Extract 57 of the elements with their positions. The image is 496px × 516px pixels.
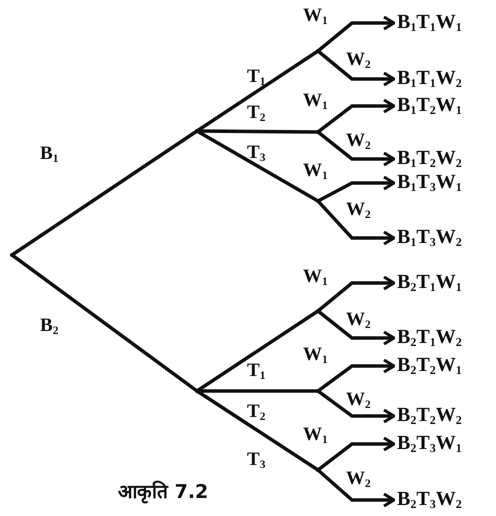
- branch-point: [10, 253, 14, 257]
- outcome-label: B$_{1}$T$_{3}$W$_{2}$: [397, 226, 462, 253]
- arrow: [316, 468, 396, 508]
- branch-line: [196, 50, 319, 132]
- branch-point: [195, 129, 199, 133]
- outcome-label: B$_{1}$T$_{2}$W$_{1}$: [397, 94, 462, 121]
- edge-label: W$_{2}$: [346, 50, 371, 73]
- edge-label: T$_{1}$: [247, 361, 266, 384]
- edge-label: W$_{1}$: [303, 6, 328, 29]
- edge-label: T$_{3}$: [247, 143, 266, 166]
- edge-label: W$_{2}$: [346, 469, 371, 492]
- arrow: [316, 358, 396, 392]
- outcome-label: B$_{2}$T$_{1}$W$_{1}$: [397, 271, 462, 298]
- edge-label: T$_{2}$: [247, 103, 266, 126]
- arrow: [316, 16, 396, 52]
- edge-label: B$_{1}$: [40, 144, 58, 167]
- branch-line: [197, 389, 318, 393]
- edge-label: W$_{1}$: [303, 161, 328, 184]
- arrow: [316, 310, 396, 346]
- outcome-label: B$_{1}$T$_{1}$W$_{2}$: [397, 67, 462, 94]
- edge-label: W$_{1}$: [303, 345, 328, 368]
- branch-line: [11, 130, 198, 256]
- edge-label: W$_{2}$: [346, 390, 371, 413]
- edge-label: W$_{1}$: [303, 425, 328, 448]
- edge-label: W$_{2}$: [346, 200, 371, 223]
- edge-label: T$_{3}$: [247, 450, 266, 473]
- outcome-label: B$_{2}$T$_{2}$W$_{2}$: [397, 404, 462, 431]
- outcome-label: B$_{2}$T$_{3}$W$_{1}$: [397, 432, 462, 459]
- branch-point: [195, 389, 199, 393]
- edge-label: W$_{2}$: [346, 131, 371, 154]
- arrow: [317, 176, 396, 203]
- outcome-label: B$_{2}$T$_{1}$W$_{2}$: [397, 326, 462, 353]
- arrow: [316, 50, 396, 86]
- figure-caption: आकृति 7.2: [118, 480, 208, 504]
- branch-point: [316, 468, 320, 472]
- branch-line: [10, 254, 198, 392]
- arrow: [316, 436, 396, 472]
- arrow: [316, 98, 396, 134]
- edge-label: W$_{1}$: [303, 267, 328, 290]
- edge-label: W$_{2}$: [346, 310, 371, 333]
- arrow: [316, 276, 396, 312]
- branch-point: [316, 49, 320, 53]
- edge-label: W$_{1}$: [303, 91, 328, 114]
- outcome-label: B$_{1}$T$_{2}$W$_{2}$: [397, 147, 462, 174]
- arrow: [316, 390, 396, 424]
- arrow: [316, 130, 396, 166]
- outcome-label: B$_{2}$T$_{3}$W$_{2}$: [397, 488, 462, 515]
- branch-line: [196, 390, 319, 472]
- edge-label: B$_{2}$: [40, 316, 58, 339]
- outcome-label: B$_{1}$T$_{1}$W$_{1}$: [397, 11, 462, 38]
- outcome-label: B$_{1}$T$_{3}$W$_{1}$: [397, 171, 462, 198]
- branch-point: [316, 309, 320, 313]
- edge-label: T$_{2}$: [247, 402, 266, 425]
- branch-line: [196, 310, 319, 392]
- edge-label: T$_{1}$: [247, 67, 266, 90]
- outcome-label: B$_{2}$T$_{2}$W$_{1}$: [397, 354, 462, 381]
- arrow: [316, 200, 396, 246]
